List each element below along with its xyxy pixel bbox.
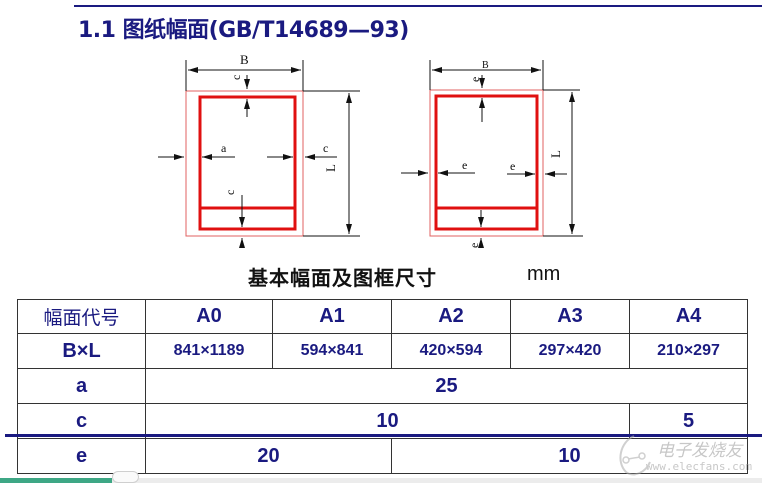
table-cell: 25: [145, 368, 748, 404]
table-cell: 20: [145, 438, 392, 474]
svg-text:c: c: [229, 75, 243, 80]
table-cell: 10: [391, 438, 748, 474]
table-cell: 210×297: [629, 333, 748, 369]
header-cell: A2: [391, 299, 511, 334]
svg-text:e: e: [468, 77, 482, 82]
header-cell: A1: [272, 299, 392, 334]
header-cell: A3: [510, 299, 630, 334]
frame-diagrams: B c a c c L B e e e e L: [158, 52, 583, 248]
scrollbar-thumb[interactable]: [112, 471, 139, 483]
svg-text:e: e: [467, 243, 481, 248]
table-cell: 10: [145, 403, 630, 439]
page-title: 1.1 图纸幅面(GB/T14689—93): [78, 18, 409, 43]
watermark-logo-icon: [619, 435, 651, 476]
paper-size-table: 幅面代号 A0 A1 A2 A3 A4 B×L 841×1189 594×841…: [17, 299, 748, 474]
figure-caption: 基本幅面及图框尺寸: [248, 266, 437, 290]
svg-text:B: B: [482, 60, 489, 71]
table-row-c: c 10 5: [17, 403, 748, 439]
right-frame-diagram: [401, 60, 583, 248]
scrollbar-progress: [0, 478, 112, 483]
top-rule: [74, 5, 762, 7]
table-cell: 841×1189: [145, 333, 273, 369]
horizontal-scrollbar[interactable]: [0, 478, 762, 483]
header-cell: 幅面代号: [17, 299, 146, 334]
svg-text:c: c: [323, 141, 328, 155]
header-cell: A0: [145, 299, 273, 334]
watermark: 电子发烧友 www.elecfans.com: [612, 432, 752, 478]
svg-text:e: e: [462, 158, 467, 172]
svg-text:e: e: [510, 159, 515, 173]
table-cell: 297×420: [510, 333, 630, 369]
bottom-rule: [5, 434, 762, 437]
row-label: e: [17, 438, 146, 474]
table-cell: 420×594: [391, 333, 511, 369]
table-row-bxl: B×L 841×1189 594×841 420×594 297×420 210…: [17, 333, 748, 369]
watermark-text: 电子发烧友: [657, 441, 742, 461]
left-diagram-labels: B c a c c L: [221, 52, 338, 195]
table-row-header: 幅面代号 A0 A1 A2 A3 A4: [17, 299, 748, 334]
watermark-url: www.elecfans.com: [646, 460, 752, 473]
unit-label: mm: [527, 263, 561, 285]
table-row-e: e 20 10: [17, 438, 748, 474]
row-label: c: [17, 403, 146, 439]
table-row-a: a 25: [17, 368, 748, 404]
svg-text:L: L: [323, 164, 338, 172]
svg-text:L: L: [548, 150, 563, 158]
row-label: B×L: [17, 333, 146, 369]
row-label: a: [17, 368, 146, 404]
svg-text:a: a: [221, 141, 227, 155]
left-frame-diagram: [158, 60, 360, 248]
table-cell: 594×841: [272, 333, 392, 369]
right-diagram-labels: B e e e e L: [462, 60, 563, 248]
svg-text:c: c: [223, 190, 237, 195]
header-cell: A4: [629, 299, 748, 334]
svg-text:B: B: [240, 52, 249, 67]
